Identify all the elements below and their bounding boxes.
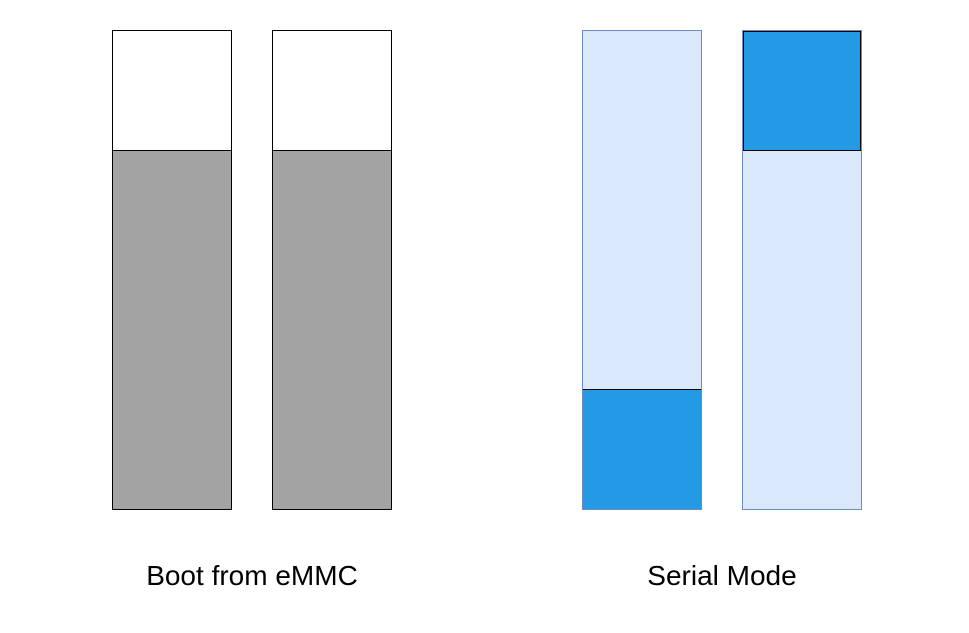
switch-knob [113, 31, 231, 151]
switch-body [113, 151, 231, 509]
emmc-switch-2 [272, 30, 392, 510]
switch-body [583, 31, 701, 389]
switch-knob [743, 31, 861, 151]
switch-knob [583, 389, 701, 509]
switch-knob [273, 31, 391, 151]
serial-switch-1 [582, 30, 702, 510]
switch-body [273, 151, 391, 509]
boot-from-emmc-label: Boot from eMMC [146, 560, 358, 591]
serial-switch-2 [742, 30, 862, 510]
switch-body [743, 151, 861, 509]
serial-mode-label: Serial Mode [647, 560, 797, 591]
emmc-switch-1 [112, 30, 232, 510]
